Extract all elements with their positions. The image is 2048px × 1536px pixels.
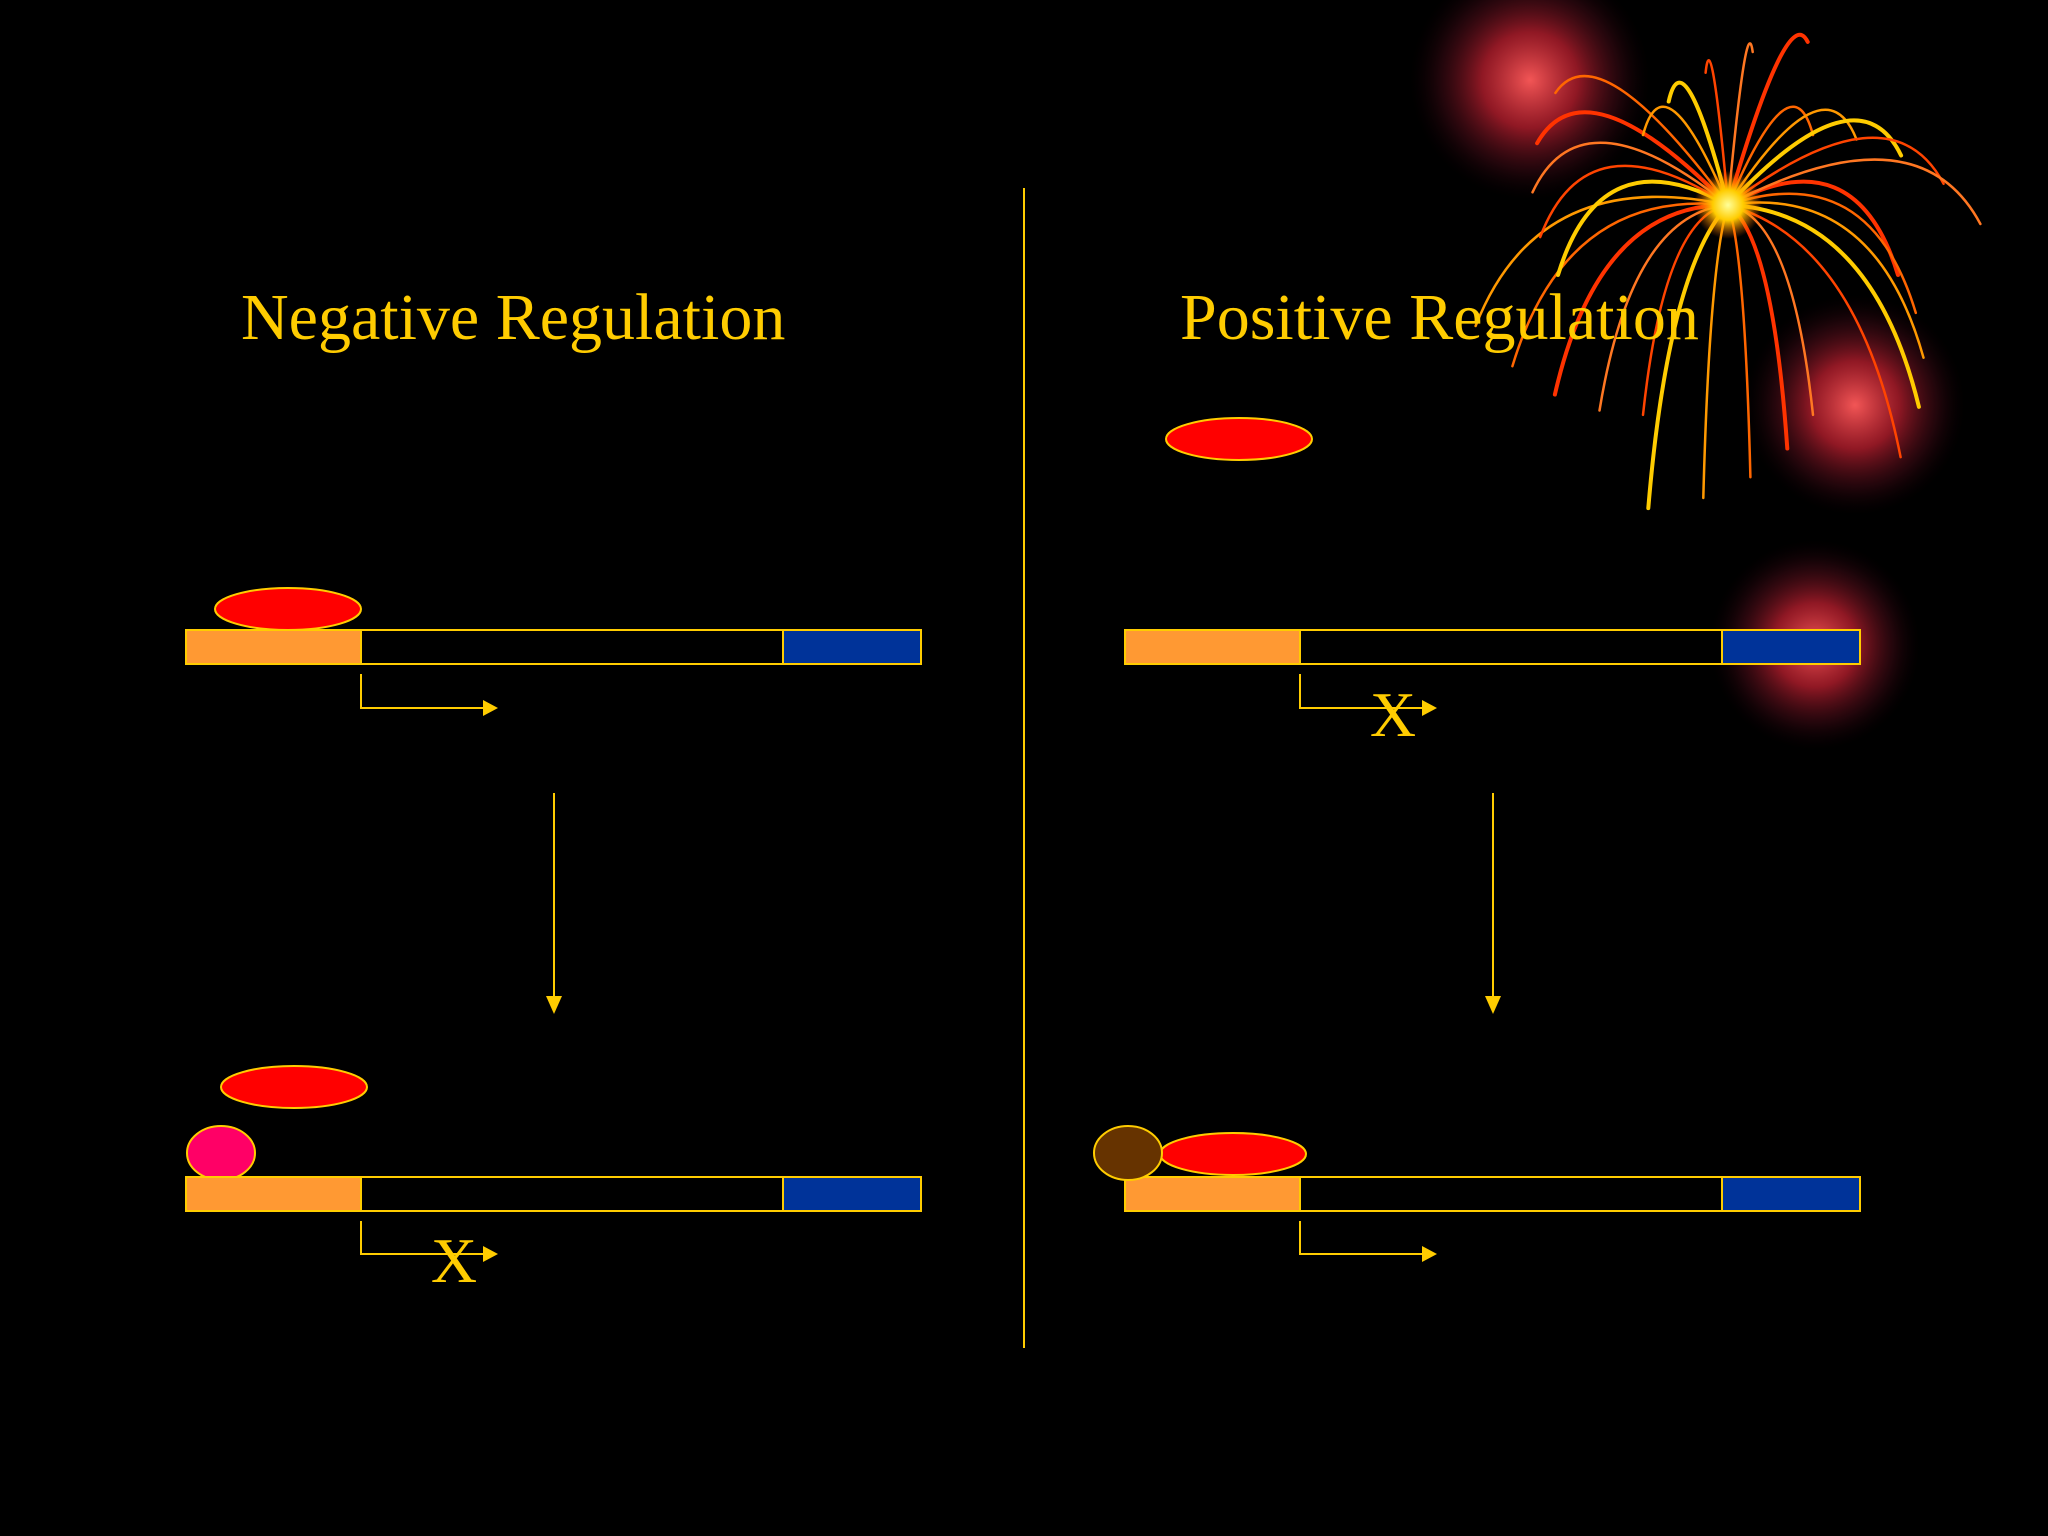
neg-bottom-gene-body	[360, 1176, 784, 1212]
firework-ray	[1726, 105, 1815, 207]
neg-top-gene-body	[360, 629, 784, 665]
pos-top-gene	[1124, 629, 1861, 665]
firework-ray	[1535, 110, 1730, 207]
firework-ray	[1726, 136, 1945, 207]
firework-ray	[1726, 203, 1921, 409]
positive-regulation-title: Positive Regulation	[1180, 281, 1699, 354]
neg-bottom-promoter	[185, 1176, 362, 1212]
firework-ray	[1554, 75, 1730, 207]
firework-ray	[1726, 42, 1754, 207]
firework-ray	[1538, 164, 1730, 239]
pos-bottom-transcription-arrow	[1299, 1221, 1437, 1262]
neg-bottom-gene	[185, 1176, 922, 1212]
firework-ray	[1666, 80, 1730, 207]
pos-bottom-gene	[1124, 1176, 1861, 1212]
neg-bottom-ligand	[186, 1125, 256, 1181]
neg-transition-arrow	[546, 793, 562, 1014]
firework-ray	[1726, 192, 1918, 315]
neg-bottom-free-repressor	[220, 1065, 368, 1109]
firework-core	[1694, 171, 1762, 239]
firework-ray	[1726, 118, 1904, 207]
firework-ray	[1531, 141, 1730, 207]
neg-top-bound-repressor	[214, 587, 362, 631]
neg-top-promoter	[185, 629, 362, 665]
glow-blob-top	[1410, 0, 1650, 200]
neg-top-gene	[185, 629, 922, 665]
firework-ray	[1726, 201, 1925, 359]
firework-ray	[1726, 32, 1810, 207]
firework-ray	[1474, 195, 1730, 328]
firework-burst-illustration	[1474, 32, 1982, 511]
neg-bottom-transcription-arrow	[360, 1221, 498, 1262]
pos-bottom-promoter	[1124, 1176, 1301, 1212]
firework-ray	[1726, 203, 1752, 479]
firework-ray	[1702, 203, 1730, 500]
pos-top-transcription-arrow	[1299, 674, 1437, 716]
positive-regulation-panel: X	[1093, 417, 1861, 1262]
negative-regulation-title: Negative Regulation	[241, 281, 786, 354]
neg-top-transcription-arrow	[360, 674, 498, 716]
pos-bottom-gene-end	[1721, 1176, 1861, 1212]
pos-top-gene-end	[1721, 629, 1861, 665]
negative-regulation-panel: X	[185, 587, 922, 1296]
pos-top-blocked-mark: X	[1370, 679, 1416, 750]
firework-ray	[1726, 158, 1982, 226]
neg-bottom-blocked-mark: X	[431, 1225, 477, 1296]
glow-blob-right	[1745, 295, 1965, 515]
pos-bottom-bound-activator	[1159, 1132, 1307, 1176]
neg-top-gene-end	[782, 629, 922, 665]
pos-transition-arrow	[1485, 793, 1501, 1014]
firework-ray	[1641, 105, 1730, 207]
pos-top-free-activator	[1165, 417, 1313, 461]
firework-ray	[1704, 59, 1730, 207]
pos-bottom-ligand	[1093, 1125, 1163, 1181]
pos-top-gene-body	[1299, 629, 1723, 665]
pos-top-promoter	[1124, 629, 1301, 665]
pos-bottom-gene-body	[1299, 1176, 1723, 1212]
firework-ray	[1511, 202, 1730, 368]
firework-ray	[1726, 203, 1902, 459]
neg-bottom-gene-end	[782, 1176, 922, 1212]
